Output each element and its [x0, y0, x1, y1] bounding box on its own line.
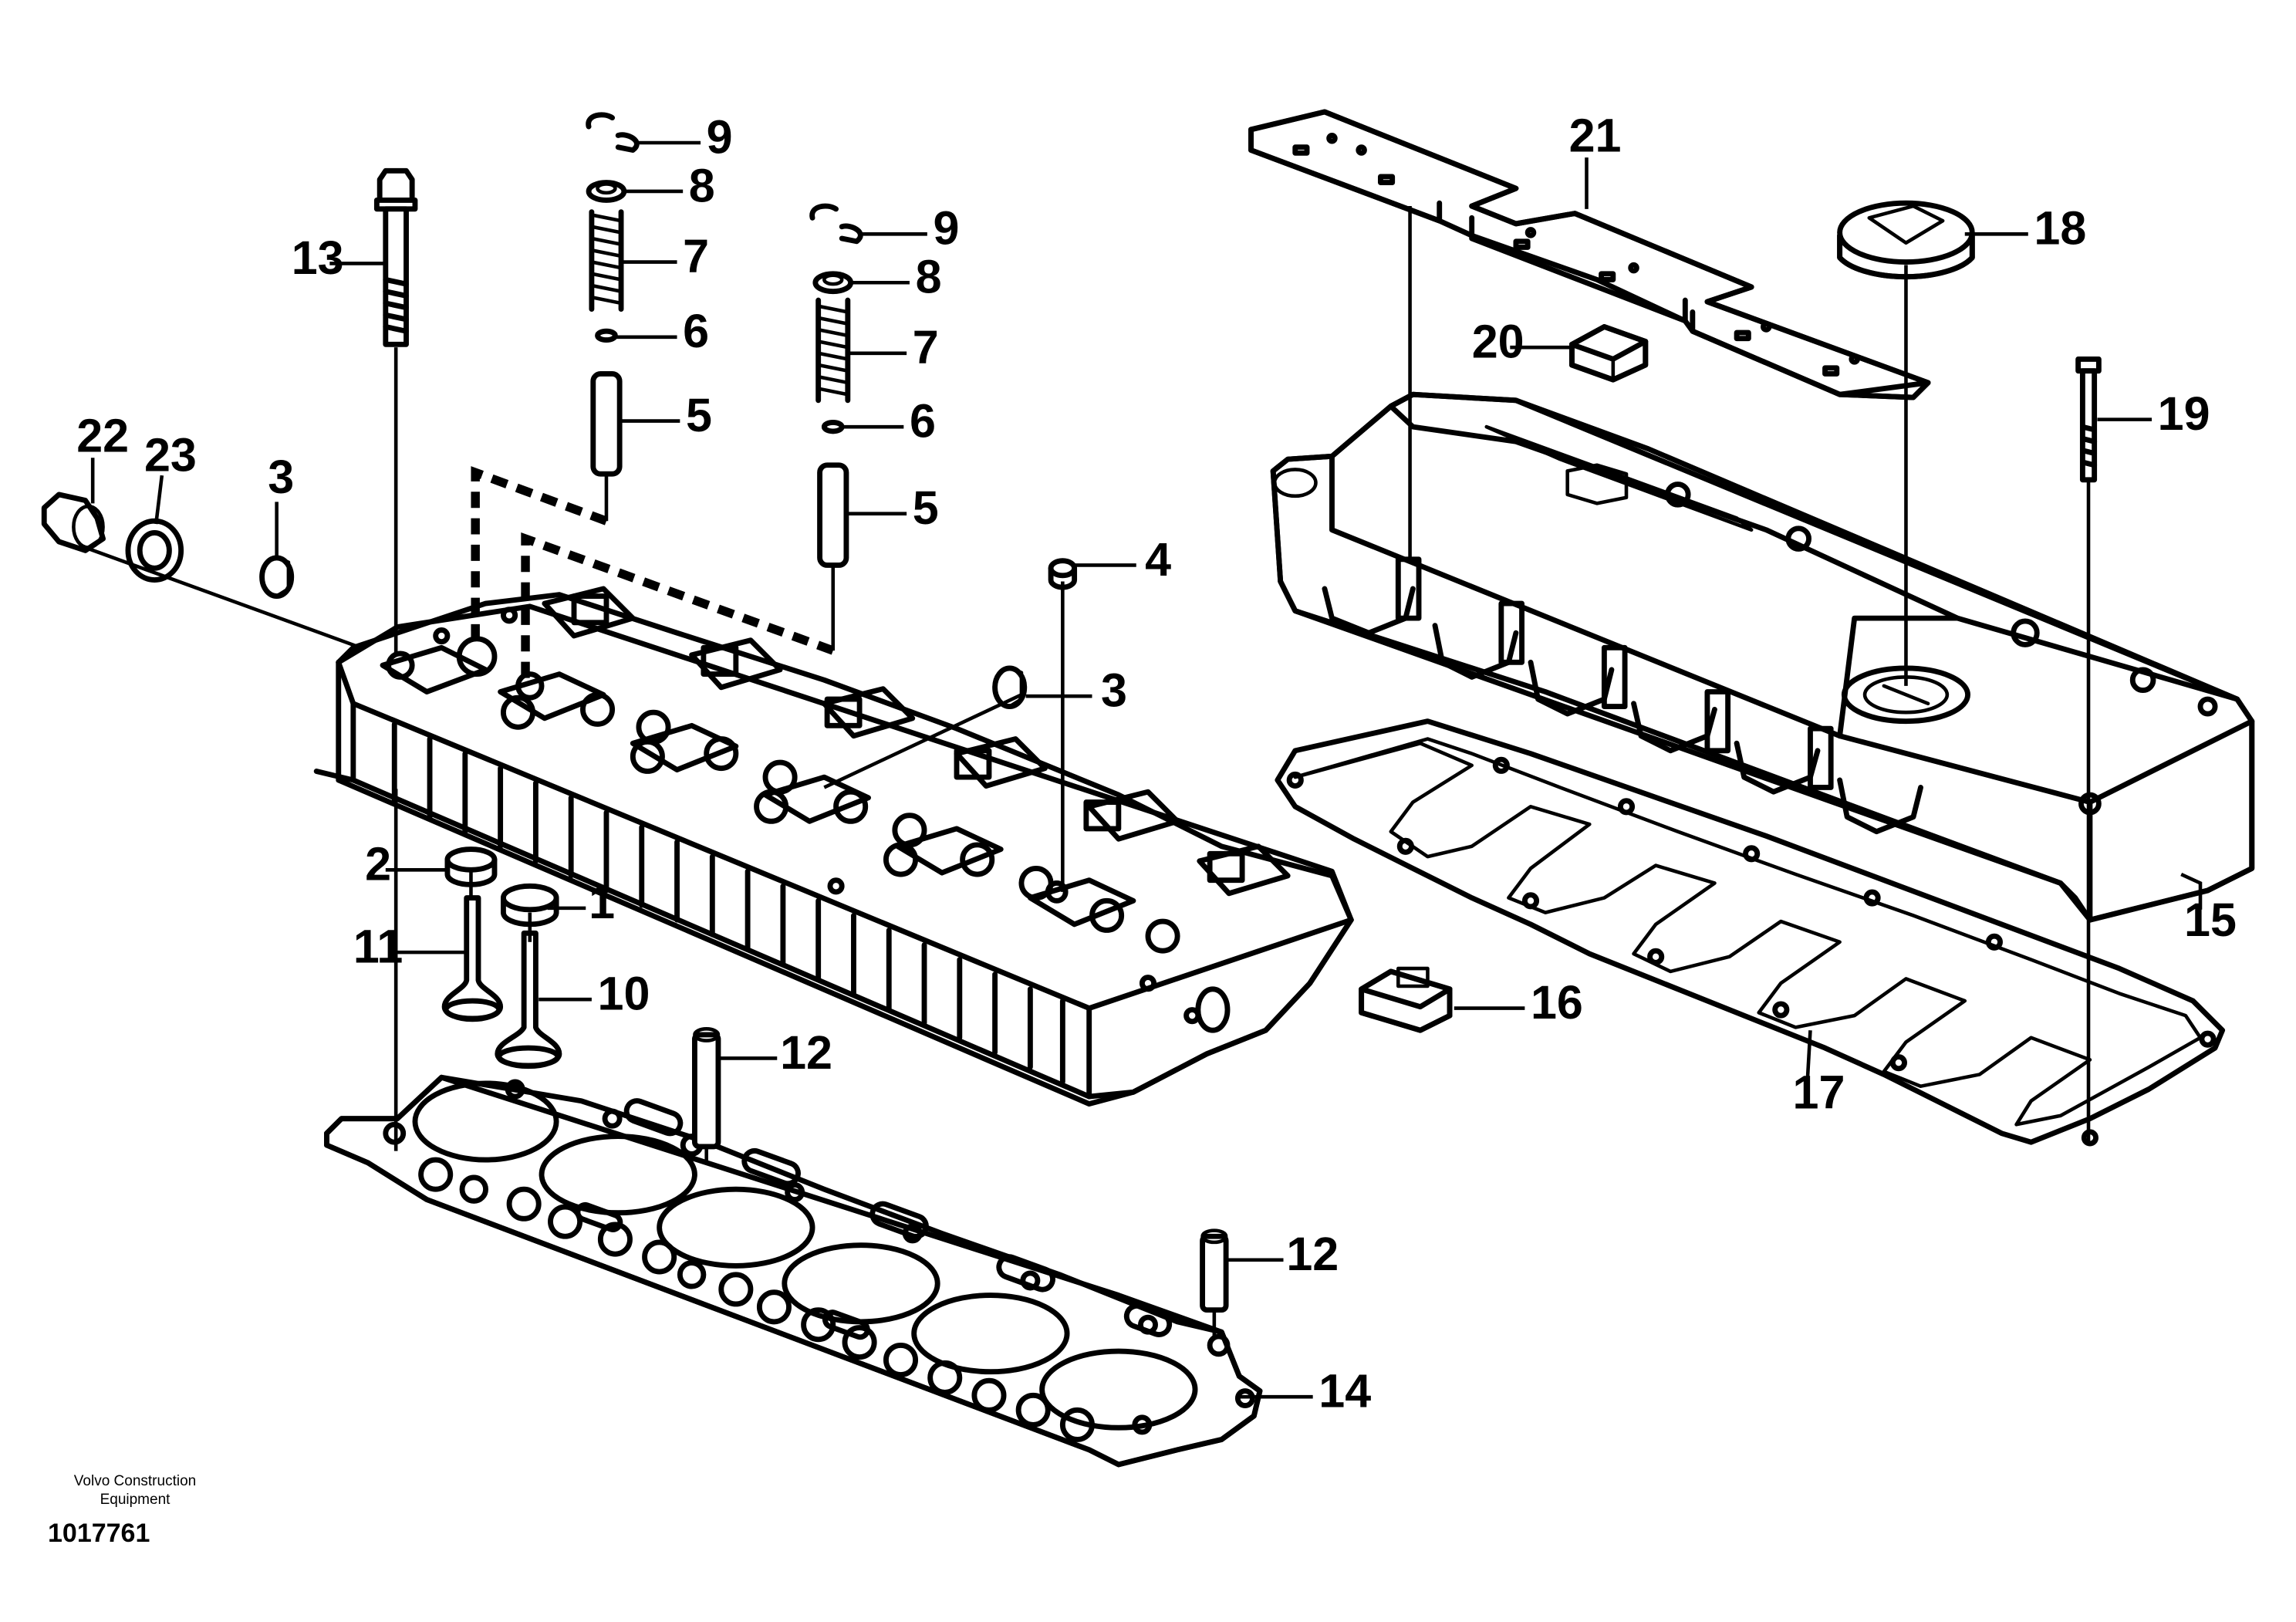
intake-valve	[441, 895, 504, 1022]
callout-19: 19	[2158, 387, 2210, 440]
callout-3: 3	[1101, 664, 1127, 717]
callout-8: 8	[916, 251, 942, 303]
valve-cover-gasket	[1275, 718, 2226, 1147]
callout-4: 4	[1145, 533, 1171, 586]
assembly-lines	[84, 206, 2091, 1340]
callout-14: 14	[1319, 1365, 1371, 1418]
clip	[1568, 324, 1649, 383]
cable-clamp	[1359, 966, 1453, 1033]
callout-7: 7	[683, 230, 709, 282]
callout-17: 17	[1793, 1066, 1845, 1118]
callout-5: 5	[913, 482, 939, 534]
spring-retainer	[586, 180, 627, 203]
expansion-plug	[259, 555, 295, 599]
callout-18: 18	[2034, 202, 2086, 255]
brand-line-1: Volvo Construction	[73, 1473, 197, 1489]
cylinder-head	[313, 586, 1354, 1107]
callout-5: 5	[686, 389, 712, 441]
valve-guide	[590, 371, 623, 477]
oil-filler-cap	[1837, 200, 1975, 280]
cylinder-head-gasket	[324, 1074, 1263, 1468]
sealing-washer	[125, 518, 184, 583]
callout-22: 22	[76, 410, 129, 462]
callout-15: 15	[2184, 894, 2237, 946]
callout-12: 12	[1286, 1228, 1339, 1280]
callout-3: 3	[268, 451, 294, 503]
callout-8: 8	[689, 159, 715, 211]
valve-cover	[1270, 391, 2255, 923]
callout-9: 9	[707, 110, 733, 163]
callout-7: 7	[913, 321, 939, 373]
callout-10: 10	[598, 968, 650, 1020]
callout-9: 9	[933, 202, 959, 255]
valve-cover-bolt	[2075, 356, 2102, 483]
callout-13: 13	[292, 231, 344, 284]
o-ring	[595, 328, 618, 343]
valve-spring	[815, 297, 851, 404]
callout-1: 1	[589, 876, 615, 928]
callout-20: 20	[1472, 316, 1524, 368]
callout-16: 16	[1531, 976, 1583, 1029]
callout-12: 12	[780, 1026, 832, 1079]
o-ring	[821, 420, 845, 434]
callout-11: 11	[353, 920, 403, 972]
cylinder-head-bolt	[373, 167, 418, 347]
brand-line-2: Equipment	[100, 1492, 171, 1508]
callout-23: 23	[144, 428, 197, 481]
valve-collet	[809, 203, 863, 245]
callout-2: 2	[365, 838, 391, 890]
drawing-number: 1017761	[48, 1519, 150, 1548]
spring-retainer	[812, 271, 854, 295]
callout-6: 6	[683, 305, 709, 357]
callout-labels: 1 2 3 3 4 5 5 6 6 7 7 8 8 9 9 10 11 12	[76, 109, 2237, 1417]
dowel-pin	[1200, 1228, 1229, 1313]
callout-6: 6	[910, 395, 936, 448]
valve-spring	[589, 209, 624, 312]
valve-collet	[586, 112, 640, 153]
dowel-pin	[691, 1027, 721, 1150]
cable-harness-bracket	[1248, 109, 1931, 400]
manufacturer-caption: Volvo Construction Equipment	[42, 1472, 228, 1509]
valve-guide	[817, 462, 849, 568]
exhaust-valve	[495, 930, 562, 1070]
callout-21: 21	[1569, 109, 1622, 161]
